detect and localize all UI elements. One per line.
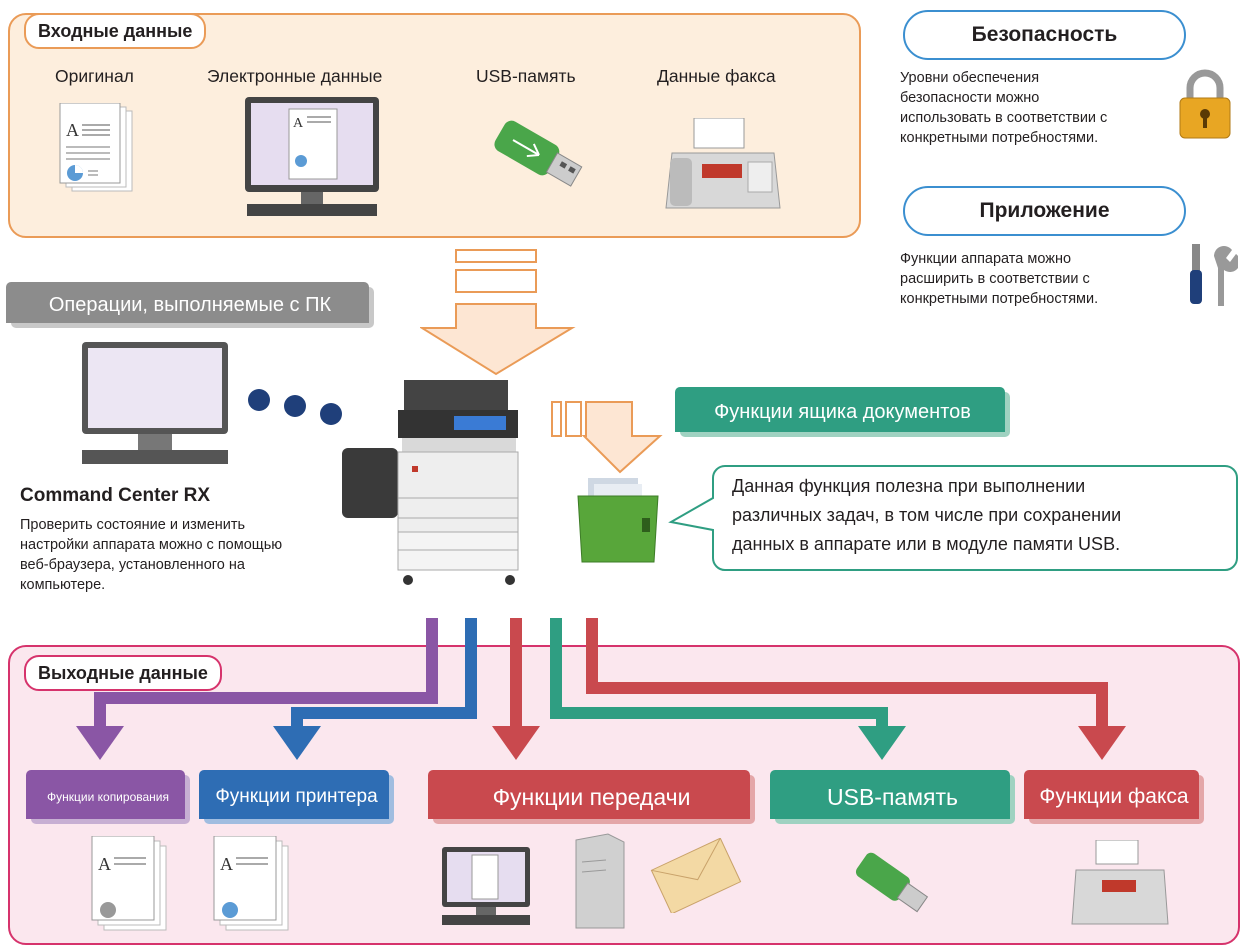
pc-operations-label: Операции, выполняемые с ПК xyxy=(6,282,374,328)
security-text-line: Уровни обеспечения xyxy=(900,70,1040,86)
copy-functions-label: Функции копирования xyxy=(47,790,169,804)
monitor-icon: A xyxy=(245,97,379,216)
printer-functions-button[interactable]: Функции принтера xyxy=(199,770,394,824)
tools-icon xyxy=(1190,244,1238,306)
input-item-usb: USB-память xyxy=(476,66,576,86)
send-monitor-icon xyxy=(442,847,530,925)
pc-monitor-icon xyxy=(82,342,228,464)
fax-output-icon xyxy=(1071,840,1169,925)
button-face xyxy=(428,770,750,819)
application-text-line: расширить в соответствии с xyxy=(900,271,1090,287)
application-text-line: Функции аппарата можно xyxy=(900,251,1072,267)
description-line: данных в аппарате или в модуле памяти US… xyxy=(732,534,1121,554)
command-center-text-line: Проверить состояние и изменить xyxy=(20,517,246,533)
fax-functions-label: Функции факса xyxy=(1039,785,1189,808)
security-text-line: безопасности можно xyxy=(900,90,1040,106)
output-title: Выходные данные xyxy=(24,655,222,691)
document-box-description: Данная функция полезна при выполнении ра… xyxy=(732,472,1121,559)
pc-operations-text: Операции, выполняемые с ПК xyxy=(48,293,332,316)
speech-bubble xyxy=(668,465,1238,571)
fax-functions-button[interactable]: Функции факса xyxy=(1024,770,1204,824)
send-arrow-head xyxy=(492,726,540,760)
usb-arrow-head xyxy=(858,726,906,760)
description-line: различных задач, в том числе при сохране… xyxy=(732,505,1122,525)
label-face xyxy=(675,387,1005,432)
document-stack-icon: A xyxy=(59,103,133,192)
command-center-text-line: веб-браузера, установленного на xyxy=(20,557,245,573)
label-face xyxy=(6,282,369,323)
printer-functions-label: Функции принтера xyxy=(215,786,378,807)
usb-route-line xyxy=(550,618,888,728)
copy-functions-button[interactable]: Функции копирования xyxy=(26,770,190,824)
command-center-title: Command Center RX xyxy=(20,485,211,506)
lock-icon xyxy=(1179,69,1231,139)
document-box-label: Функции ящика документов xyxy=(675,387,1010,437)
fax-arrow-head xyxy=(1078,726,1126,760)
send-functions-button[interactable]: Функции передачи xyxy=(428,770,755,824)
email-envelope-icon xyxy=(650,838,742,913)
printer-arrow-head xyxy=(273,726,321,760)
security-title: Безопасность xyxy=(903,10,1186,60)
application-text-line: конкретными потребностями. xyxy=(900,291,1099,307)
document-box-arrow-icon xyxy=(551,401,663,474)
button-face xyxy=(199,770,389,819)
input-item-fax: Данные факса xyxy=(657,66,776,86)
copy-output-document-icon: A xyxy=(91,836,167,931)
application-text: Функции аппарата можно расширить в соотв… xyxy=(900,249,1098,309)
description-line: Данная функция полезна при выполнении xyxy=(732,476,1086,496)
copy-arrow-head xyxy=(76,726,124,760)
connection-dots-icon xyxy=(248,389,342,425)
printer-route-line xyxy=(291,618,477,728)
input-item-electronic: Электронные данные xyxy=(207,66,383,86)
svg-text:A: A xyxy=(293,116,304,131)
document-box-icon xyxy=(577,478,659,563)
mfp-printer-icon xyxy=(342,380,519,585)
svg-text:A: A xyxy=(66,120,79,140)
command-center-text-line: компьютере. xyxy=(20,577,106,593)
button-face xyxy=(26,770,185,819)
server-icon xyxy=(575,833,625,929)
button-face xyxy=(1024,770,1199,819)
svg-text:A: A xyxy=(220,854,233,874)
output-routing-arrows xyxy=(76,618,1126,760)
fax-machine-icon xyxy=(665,118,781,209)
send-functions-label: Функции передачи xyxy=(492,783,691,810)
application-title: Приложение xyxy=(903,186,1186,236)
printer-output-document-icon: A xyxy=(213,836,289,931)
usb-output-icon xyxy=(855,852,929,913)
document-box-text: Функции ящика документов xyxy=(714,400,971,423)
command-center-text: Проверить состояние и изменить настройки… xyxy=(20,515,282,595)
security-text: Уровни обеспечения безопасности можно ис… xyxy=(900,68,1107,148)
command-center-text-line: настройки аппарата можно с помощью xyxy=(20,537,283,553)
fax-route-line xyxy=(586,618,1108,728)
security-text-line: конкретными потребностями. xyxy=(900,130,1099,146)
usb-stick-icon xyxy=(494,120,583,187)
input-item-original: Оригинал xyxy=(55,66,134,86)
input-arrow-icon xyxy=(420,249,576,376)
usb-memory-button[interactable]: USB-память xyxy=(770,770,1015,824)
usb-memory-label: USB-память xyxy=(827,783,958,810)
button-face xyxy=(770,770,1010,819)
svg-text:A: A xyxy=(98,854,111,874)
input-title: Входные данные xyxy=(24,13,207,49)
copy-route-line xyxy=(94,618,438,728)
security-text-line: использовать в соответствии с xyxy=(900,110,1108,126)
